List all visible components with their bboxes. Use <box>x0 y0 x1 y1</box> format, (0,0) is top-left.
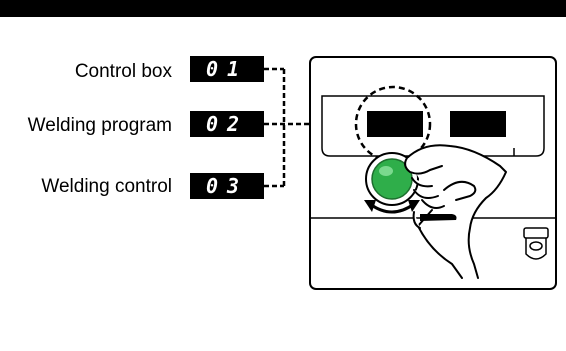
label-control-box: Control box <box>74 61 172 82</box>
display-code-01: 01 <box>190 56 264 82</box>
hand-icon <box>404 144 507 279</box>
display-code-03: 03 <box>190 173 264 199</box>
knob-pointer <box>420 214 457 221</box>
display-screen-left <box>367 111 423 137</box>
highlight-circle <box>354 85 432 163</box>
header-bar <box>0 0 566 17</box>
rotate-arrow-icon <box>364 200 420 214</box>
display-screen-right <box>450 111 506 137</box>
label-welding-control: Welding control <box>41 176 172 197</box>
connector-lines <box>264 67 358 188</box>
knob-highlight <box>379 166 393 176</box>
display-code-02: 02 <box>190 111 264 137</box>
label-welding-program: Welding program <box>27 115 172 136</box>
lamp-icon <box>523 227 549 260</box>
